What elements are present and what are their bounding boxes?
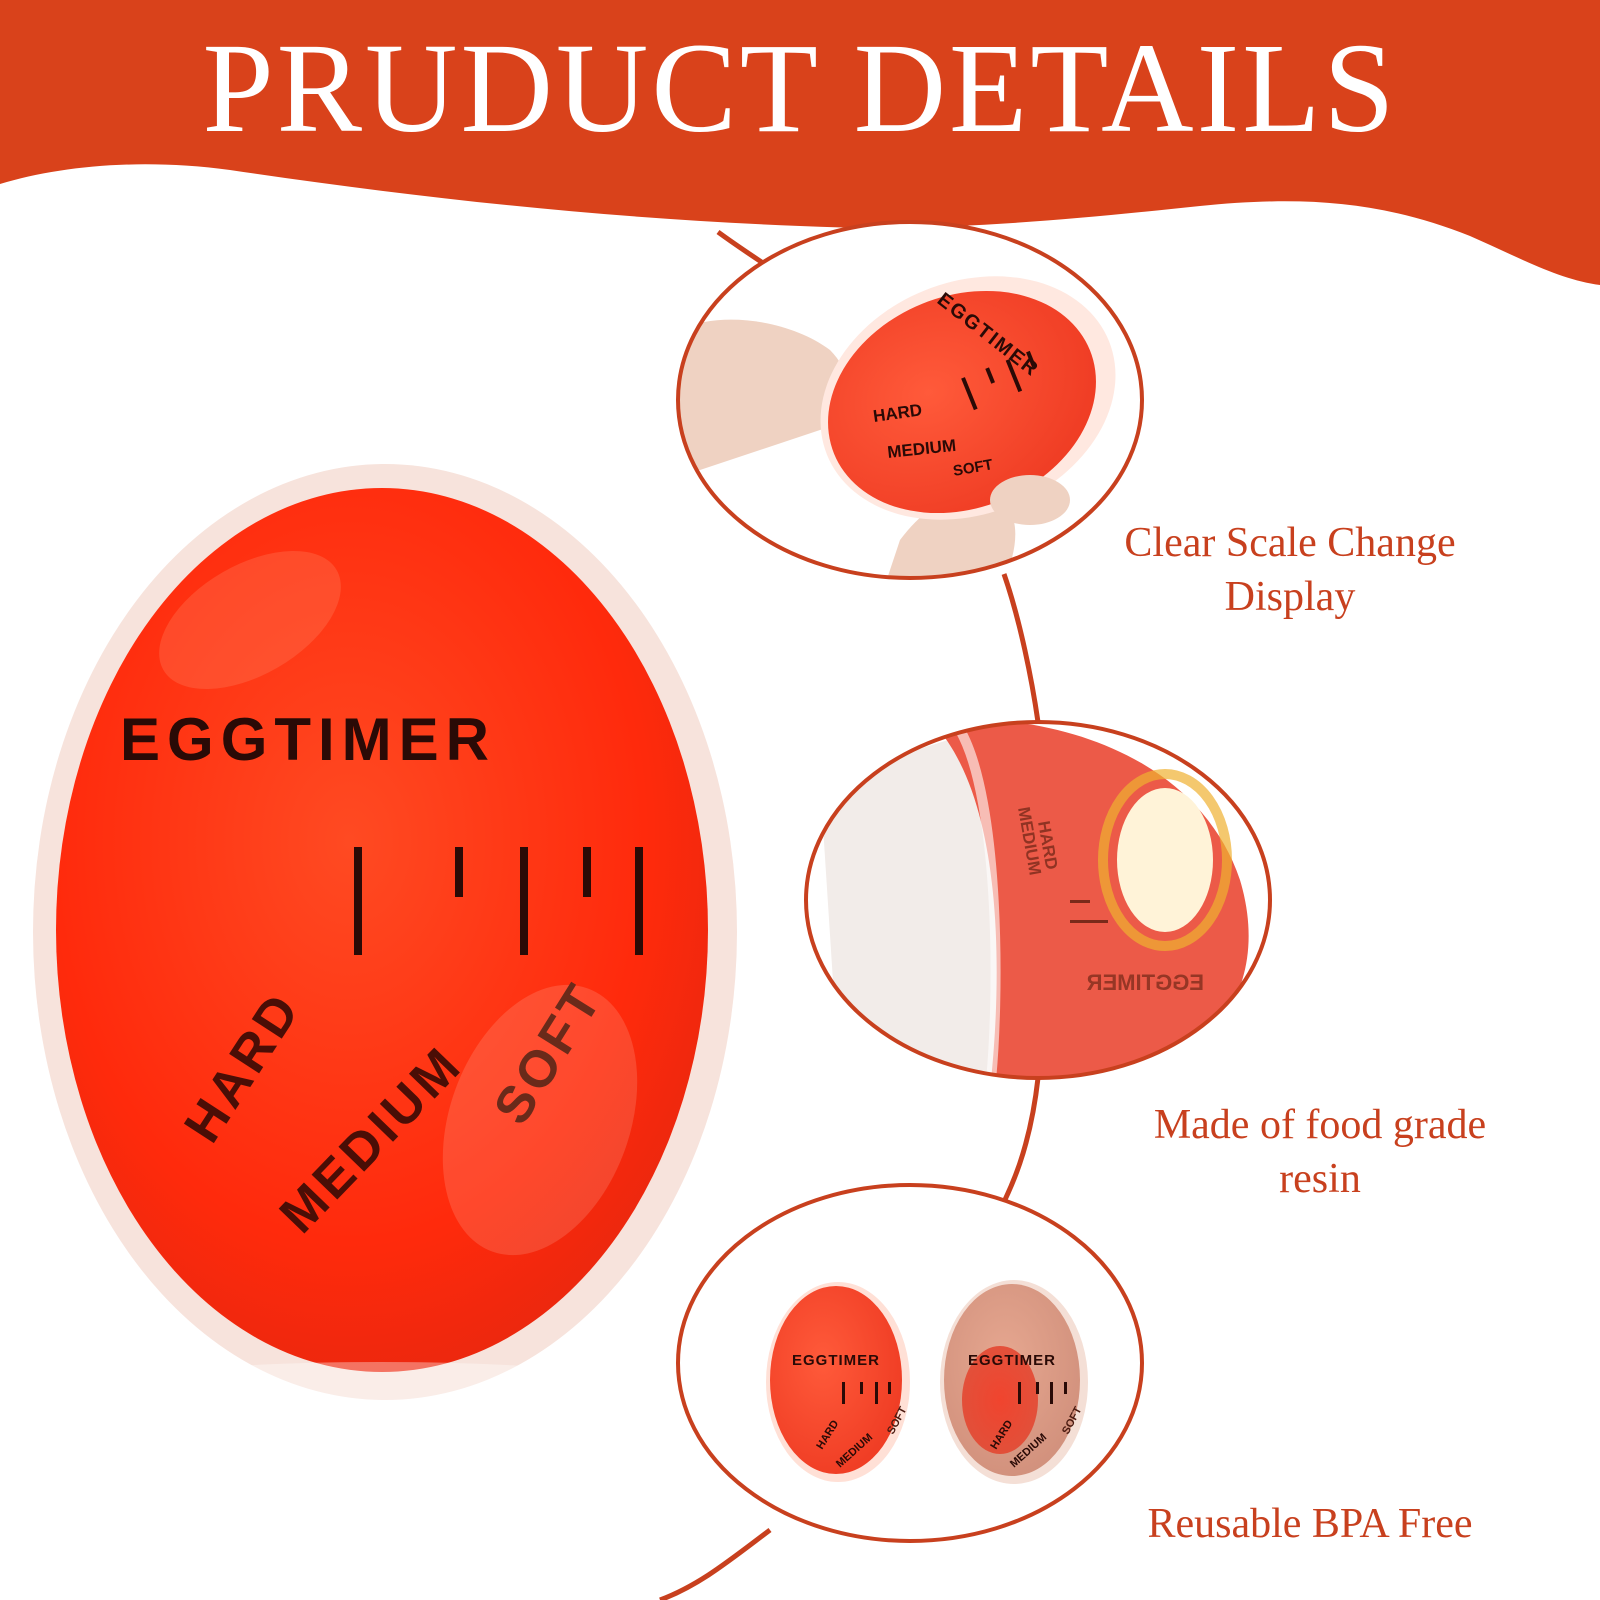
detail-1-egg-level-soft: SOFT: [952, 456, 994, 480]
caption-food-grade-line-2: resin: [1279, 1156, 1361, 1202]
detail-3-egg-b-brand: EGGTIMER: [968, 1352, 1056, 1369]
detail-circle-2: [804, 720, 1272, 1080]
caption-food-grade-line-1: Made of food grade: [1153, 1102, 1487, 1148]
caption-clear-scale-line-1: Clear Scale Change: [1124, 520, 1456, 566]
caption-clear-scale-line-2: Display: [1224, 574, 1356, 620]
detail-3-egg-a-brand: EGGTIMER: [792, 1352, 880, 1369]
main-egg-ticks: [354, 847, 643, 955]
banner-background: [0, 0, 1600, 285]
page-title: PRUDUCT DETAILS: [202, 17, 1398, 159]
detail-circle-3: [676, 1183, 1144, 1543]
caption-clear-scale: Clear Scale Change Display: [1090, 516, 1490, 624]
detail-2-egg-brand: EGGTIMER: [1087, 970, 1204, 995]
main-egg: [33, 464, 737, 1418]
main-egg-brand: EGGTIMER: [120, 706, 496, 773]
caption-food-grade: Made of food grade resin: [1110, 1098, 1530, 1206]
caption-reusable: Reusable BPA Free: [1147, 1501, 1473, 1547]
